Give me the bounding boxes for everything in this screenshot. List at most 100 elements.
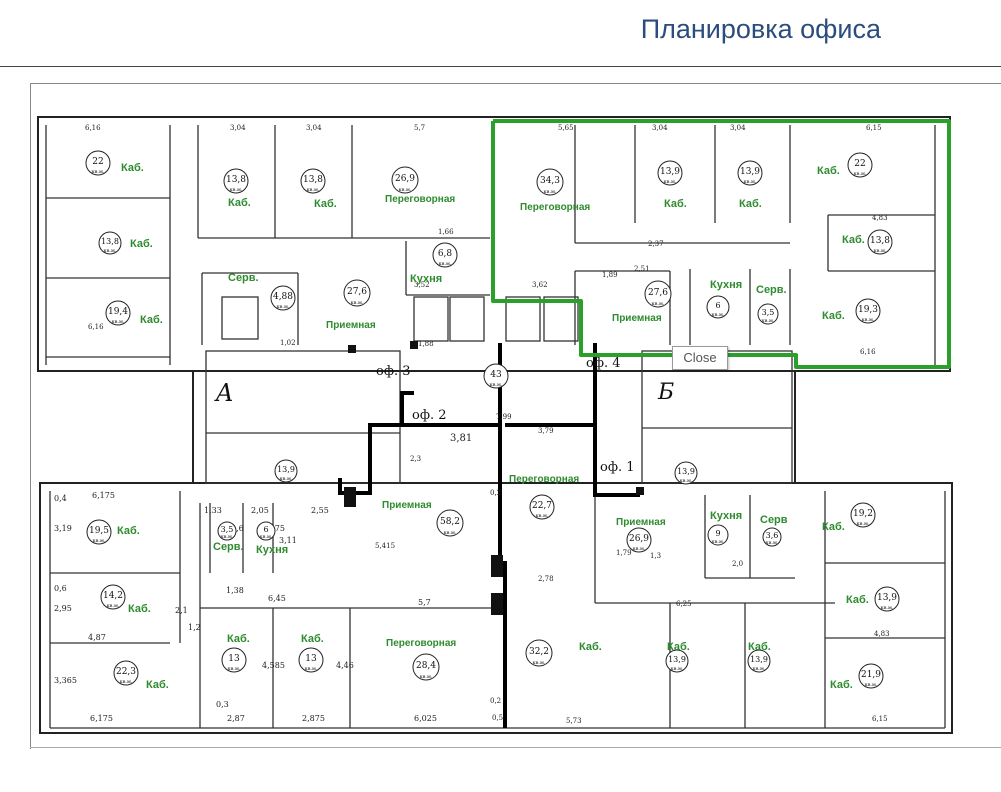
room-area-circle	[707, 524, 729, 546]
dimension-label: 3,365	[54, 676, 77, 685]
column	[410, 341, 418, 349]
room-area-circle	[223, 168, 249, 194]
room-label: Каб.	[842, 234, 865, 246]
dimension-label: 1,89	[602, 271, 618, 279]
room: 19,5кв.м.Каб.	[86, 519, 140, 545]
room-label: Серв.	[213, 541, 244, 553]
room-label: Каб.	[739, 198, 762, 210]
room-label: Переговорная	[386, 638, 456, 649]
dimension-label: 0,2	[490, 489, 501, 497]
room-area-circle	[536, 168, 564, 196]
room-label: Каб.	[846, 594, 869, 606]
room: 13,9кв.м.	[274, 459, 298, 483]
room: 13,9кв.м.Каб.	[665, 641, 690, 673]
room: 6кв.м.Кухня	[706, 279, 742, 319]
dimension-label: 2,55	[311, 506, 329, 515]
dimension-label: 3,79	[538, 427, 554, 435]
room-area-value: 6	[715, 301, 720, 310]
room: 22,7кв.м.Переговорная	[509, 474, 579, 520]
room-area-value: 14,2	[103, 591, 123, 601]
room-area-unit: кв.м.	[306, 187, 319, 193]
room-area-circle	[343, 279, 371, 307]
room-area-value: 3,6	[766, 531, 779, 540]
room: 13,8кв.м.Каб.	[223, 168, 251, 209]
room: 19,4кв.м.Каб.	[105, 300, 163, 326]
dimension-label: 1,38	[226, 586, 244, 595]
dimension-label: 1,02	[280, 339, 296, 347]
plan-frame	[30, 83, 1001, 749]
office-label: оф. 2	[412, 408, 447, 423]
room-area-circle	[706, 295, 730, 319]
room-area-circle	[391, 166, 419, 194]
room-area-circle	[525, 639, 553, 667]
plan-bottom-divider	[30, 747, 1001, 748]
room-area-value: 13,9	[677, 467, 695, 476]
room-label: Каб.	[667, 641, 690, 653]
room-area-circle	[529, 494, 555, 520]
dimension-label: 1,3	[650, 552, 661, 560]
room-area-circle	[85, 150, 111, 176]
room-area-value: 34,3	[540, 176, 560, 186]
room-area-unit: кв.м.	[438, 261, 451, 267]
dimension-label: 2,78	[538, 575, 554, 583]
dimension-label: 2,0	[732, 560, 743, 568]
room-area-value: 28,4	[416, 661, 436, 671]
inner-walls	[45, 125, 946, 729]
dimension-label: 6,16	[860, 348, 876, 356]
room-area-circle	[274, 459, 298, 483]
room-label: Каб.	[128, 603, 151, 615]
room-area-value: 13,8	[303, 175, 323, 185]
room-label: Каб.	[579, 641, 602, 653]
room-area-value: 32,2	[529, 647, 549, 657]
dimension-label: 0,3	[216, 700, 229, 709]
room-area-unit: кв.м.	[651, 301, 664, 307]
room-area-value: 13,9	[740, 167, 760, 177]
dimension-label: 1,88	[418, 340, 434, 348]
elevator-shaft	[413, 296, 449, 342]
page-title: Планировка офиса	[640, 14, 881, 44]
room-label: Серв	[760, 514, 788, 526]
room-area-unit: кв.м.	[861, 317, 874, 323]
room: 34,3кв.м.Переговорная	[520, 168, 590, 213]
room-area-circle	[850, 502, 876, 528]
dimension-label: 3,04	[652, 124, 668, 132]
close-tooltip-button[interactable]: Close	[672, 346, 728, 370]
room-area-circle	[874, 586, 900, 612]
room-area-circle	[113, 660, 139, 686]
room-area-unit: кв.м.	[670, 666, 683, 672]
room-area-value: 22,7	[532, 501, 552, 511]
dimension-label: 2,87	[227, 714, 245, 723]
dimension-label: 6,16	[88, 323, 104, 331]
room-area-unit: кв.м.	[743, 179, 756, 185]
room: 13,8кв.м.Каб.	[300, 168, 337, 210]
room-area-circle	[858, 663, 884, 689]
dimension-label: 2,05	[251, 506, 269, 515]
room-area-circle	[217, 521, 237, 541]
bottom-wing-outline	[39, 482, 953, 734]
room-area-unit: кв.м.	[259, 534, 272, 540]
room-area-circle	[657, 160, 683, 186]
room-label: Каб.	[227, 633, 250, 645]
dimension-label: 4,83	[874, 630, 890, 638]
room-area-value: 13,9	[277, 465, 295, 474]
dimension-label: 3,04	[230, 124, 246, 132]
dimension-label: 5,65	[558, 124, 574, 132]
room-area-value: 19,4	[108, 307, 128, 317]
room-area-circle	[98, 231, 122, 255]
room-area-value: 22,3	[116, 667, 136, 677]
stair-a-marker: A	[214, 379, 233, 407]
room-label: Приемная	[326, 320, 376, 331]
room-label: Каб.	[817, 165, 840, 177]
room: 32,2кв.м.Каб.	[525, 639, 602, 667]
room-area-unit: кв.м.	[227, 666, 240, 672]
dimension-label: 3,04	[730, 124, 746, 132]
room-label: Каб.	[140, 314, 163, 326]
room-area-value: 26,9	[629, 534, 649, 544]
room-label: Кухня	[256, 544, 288, 556]
dimension-label: 5,415	[375, 542, 395, 550]
room-label: Кухня	[410, 273, 442, 285]
room-area-circle	[644, 280, 672, 308]
column	[344, 487, 356, 507]
